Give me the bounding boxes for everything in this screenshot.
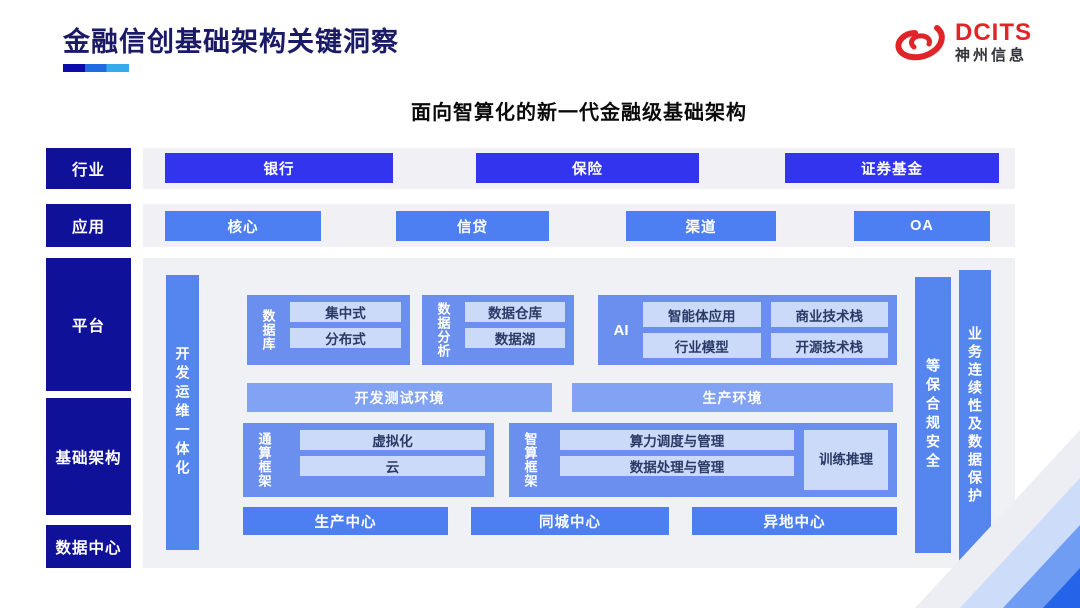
- title-underline-decoration: [63, 64, 129, 72]
- ai-compute-group: 智算框架 算力调度与管理 数据处理与管理 训练推理: [509, 423, 897, 497]
- database-group-items: 集中式 分布式: [290, 302, 401, 358]
- side-label-industry: 行业: [46, 148, 131, 189]
- chip-distributed: 分布式: [290, 328, 401, 348]
- side-label-datacenter: 数据中心: [46, 525, 131, 568]
- page-title: 金融信创基础架构关键洞察: [63, 27, 399, 57]
- chip-virtualization: 虚拟化: [300, 430, 485, 450]
- side-label-platform: 平台: [46, 258, 131, 391]
- logo-text-block: DCITS 神州信息: [955, 20, 1032, 64]
- dc-bar-remote: 异地中心: [692, 507, 897, 535]
- ai-group-label: AI: [613, 321, 629, 339]
- ai-group-items: 智能体应用 商业技术栈 行业模型 开源技术栈: [643, 302, 888, 358]
- env-bar-devtest: 开发测试环境: [247, 383, 552, 412]
- diagram-title: 面向智算化的新一代金融级基础架构: [411, 102, 747, 124]
- database-group: 数据库 集中式 分布式: [247, 295, 410, 365]
- business-continuity-bar: 业务连续性及数据保护: [959, 270, 991, 562]
- platform-panel: 开发运维一体化 数据库 集中式 分布式 数据分析 数据仓库 数据湖 AI 智能体…: [143, 258, 1015, 568]
- application-row: 核心 信贷 渠道 OA: [143, 204, 1015, 247]
- chip-centralized: 集中式: [290, 302, 401, 322]
- app-item-core: 核心: [165, 211, 321, 241]
- chip-training-inference: 训练推理: [804, 430, 888, 490]
- chip-industry-models: 行业模型: [643, 333, 761, 358]
- analytics-group-label: 数据分析: [435, 302, 451, 358]
- app-item-channel: 渠道: [626, 211, 776, 241]
- side-label-infrastructure: 基础架构: [46, 398, 131, 515]
- industry-item-securities: 证券基金: [785, 153, 999, 183]
- chip-compute-scheduling: 算力调度与管理: [560, 430, 794, 450]
- general-compute-group: 通算框架 虚拟化 云: [243, 423, 494, 497]
- logo-company-text: 神州信息: [955, 47, 1028, 65]
- app-item-credit: 信贷: [396, 211, 549, 241]
- analytics-group-items: 数据仓库 数据湖: [465, 302, 565, 358]
- chip-data-warehouse: 数据仓库: [465, 302, 565, 322]
- env-bar-production: 生产环境: [572, 383, 893, 412]
- logo-brand-text: DCITS: [955, 19, 1032, 47]
- security-compliance-bar: 等保合规安全: [915, 277, 951, 553]
- analytics-group: 数据分析 数据仓库 数据湖: [422, 295, 574, 365]
- dc-bar-production: 生产中心: [243, 507, 448, 535]
- database-group-label: 数据库: [260, 309, 276, 351]
- industry-row: 银行 保险 证券基金: [143, 148, 1015, 189]
- ai-compute-items: 算力调度与管理 数据处理与管理: [560, 430, 794, 490]
- chip-open-source-stack: 开源技术栈: [770, 333, 888, 358]
- side-label-application: 应用: [46, 204, 131, 247]
- general-compute-items: 虚拟化 云: [300, 430, 485, 490]
- chip-commercial-stack: 商业技术栈: [770, 302, 888, 327]
- general-compute-group-label: 通算框架: [256, 432, 272, 488]
- chip-data-lake: 数据湖: [465, 328, 565, 348]
- dcits-swirl-icon: [895, 25, 945, 61]
- brand-logo: DCITS 神州信息: [893, 20, 1032, 64]
- chip-cloud: 云: [300, 456, 485, 476]
- chip-agent-apps: 智能体应用: [643, 302, 761, 327]
- ai-compute-group-label: 智算框架: [522, 432, 538, 488]
- devops-bar: 开发运维一体化: [166, 275, 199, 550]
- dc-bar-samecity: 同城中心: [471, 507, 669, 535]
- industry-item-bank: 银行: [165, 153, 393, 183]
- ai-group: AI 智能体应用 商业技术栈 行业模型 开源技术栈: [598, 295, 897, 365]
- industry-item-insurance: 保险: [476, 153, 699, 183]
- chip-data-processing: 数据处理与管理: [560, 456, 794, 476]
- app-item-oa: OA: [854, 211, 990, 241]
